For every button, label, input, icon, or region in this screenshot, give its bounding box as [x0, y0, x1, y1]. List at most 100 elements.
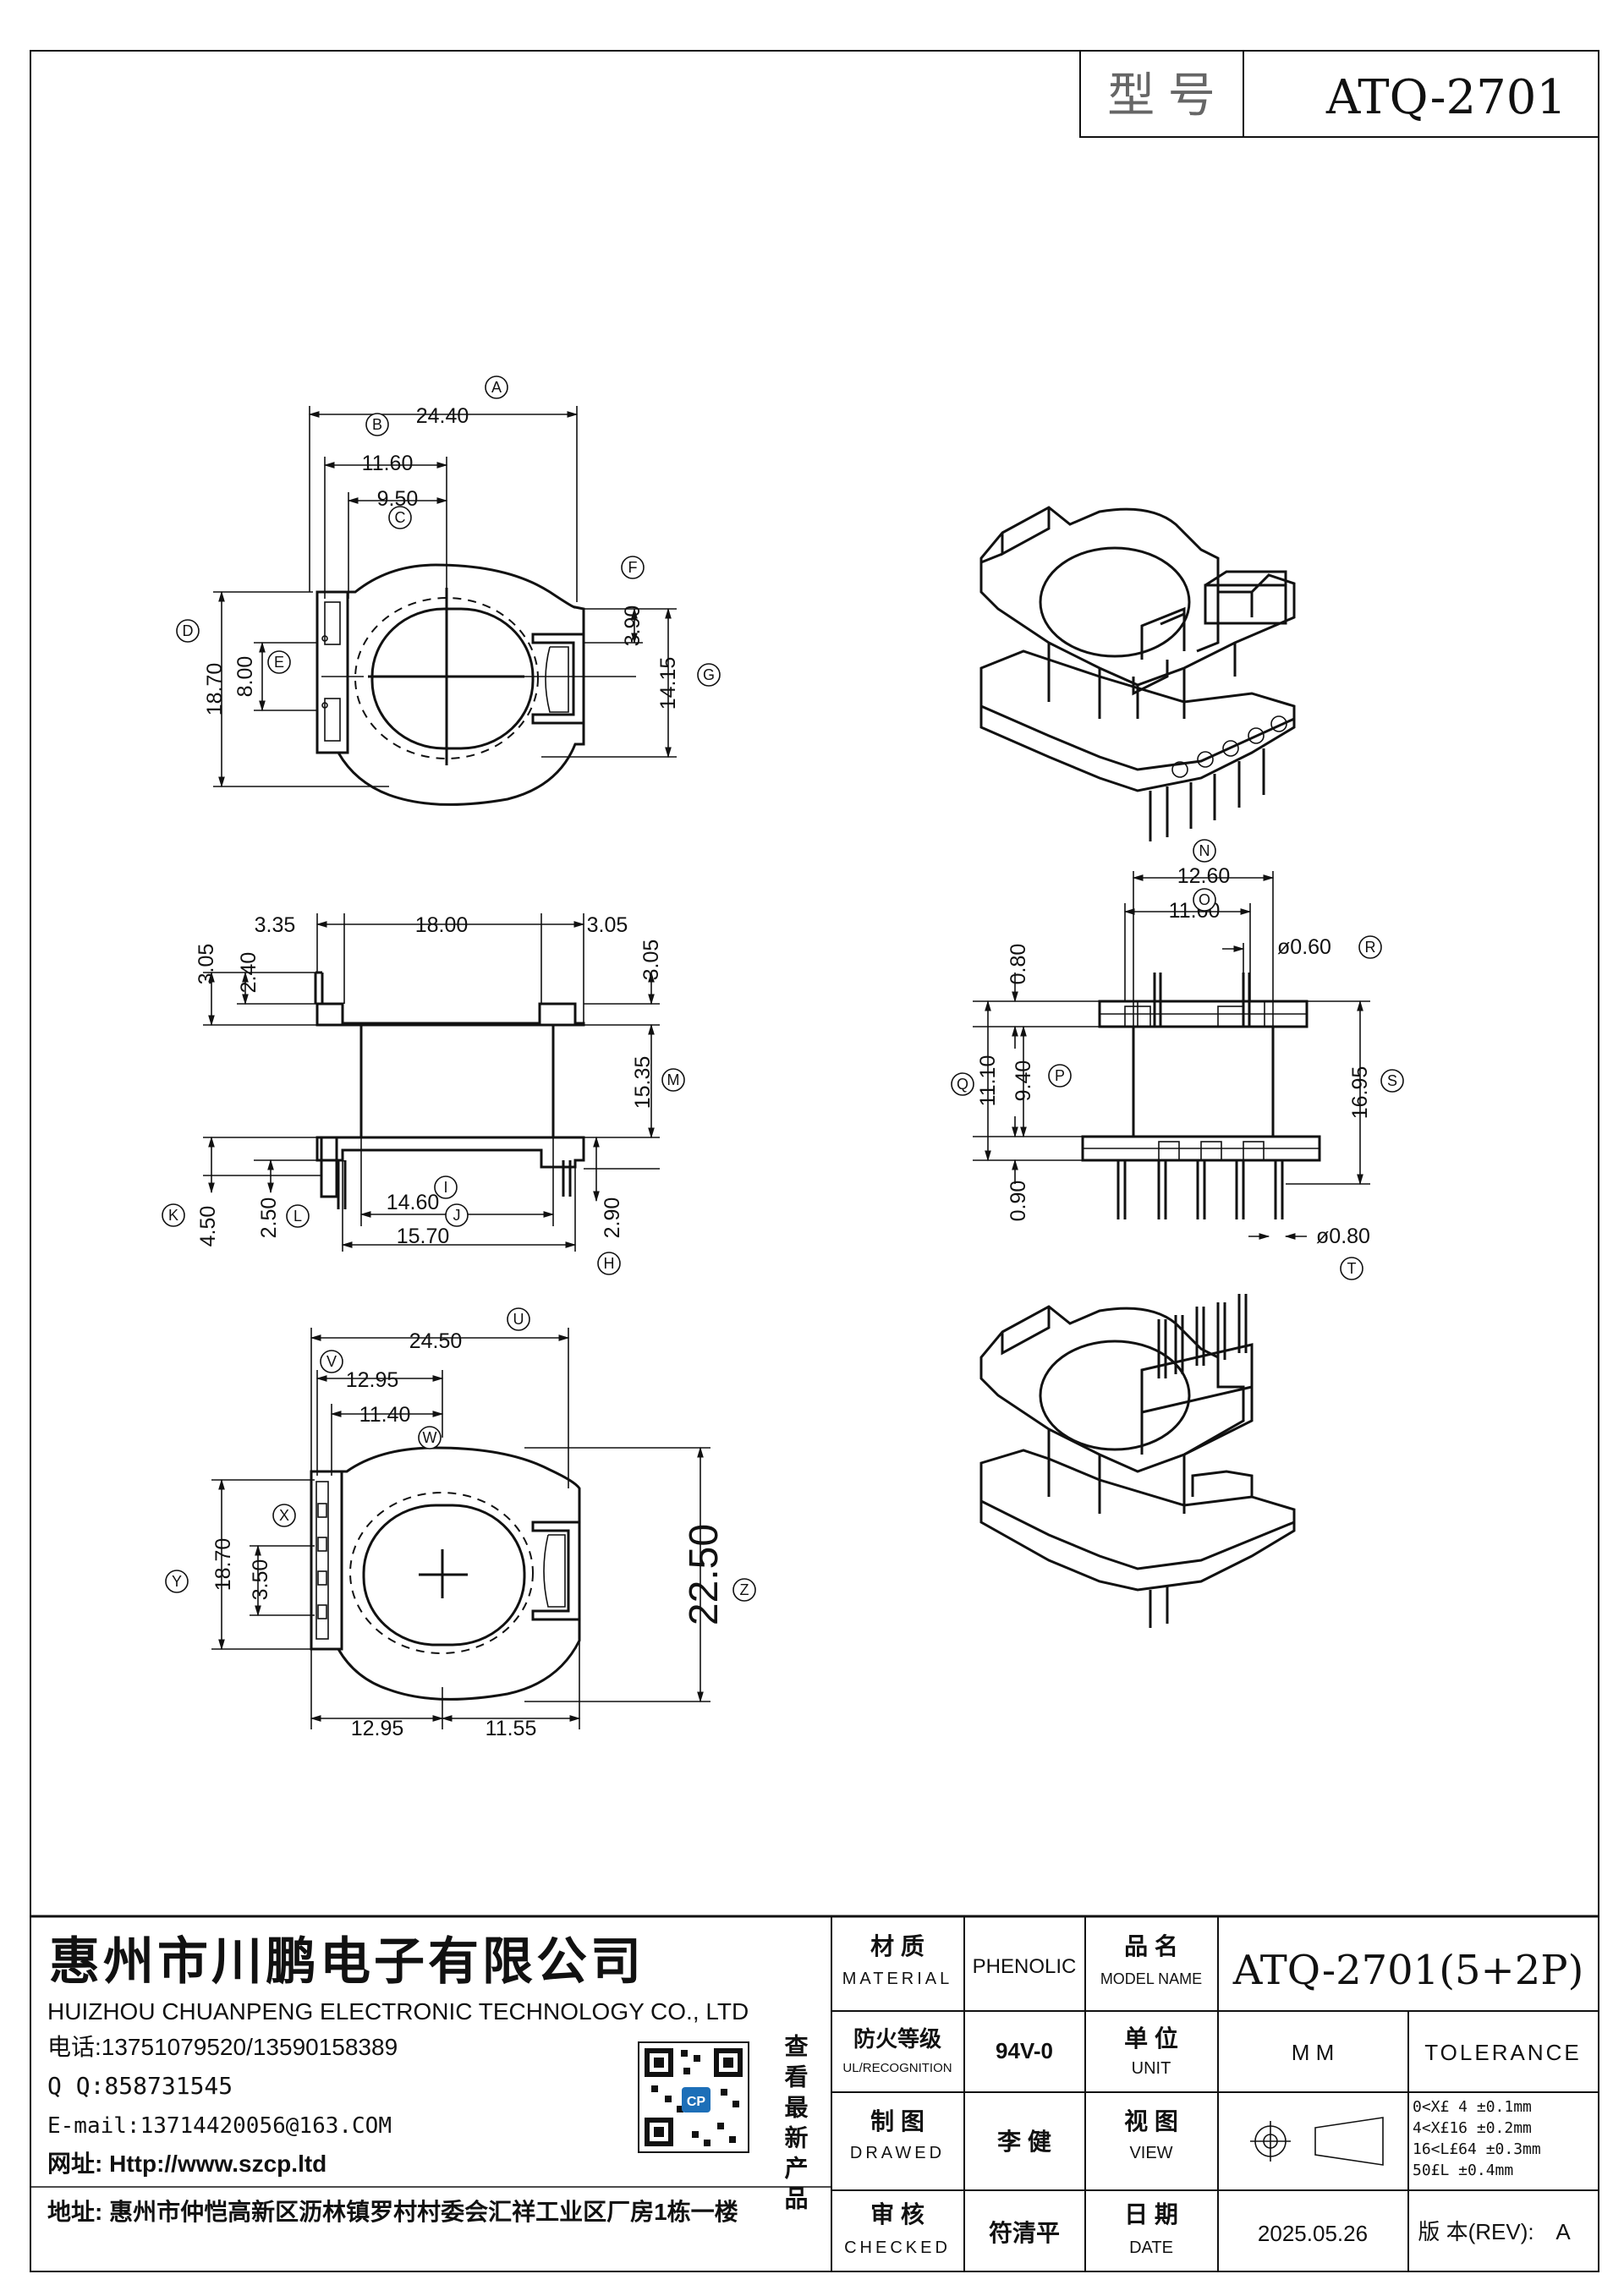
- callout-u: U: [507, 1307, 530, 1331]
- svg-text:M: M: [667, 1071, 680, 1088]
- dim-bottom-w: 11.40: [359, 1403, 411, 1427]
- date-label-en: DATE: [1129, 2238, 1173, 2257]
- callout-x: X: [272, 1504, 296, 1527]
- top-view: 24.40 11.60 9.50 18.70 8.00 3.90 14.15 A…: [176, 375, 721, 806]
- svg-text:E: E: [274, 654, 284, 671]
- callout-d: D: [176, 619, 200, 643]
- callout-o: O: [1193, 888, 1216, 912]
- isometric-view-top: [979, 506, 1296, 841]
- svg-text:K: K: [168, 1207, 178, 1224]
- dim-front-d: 3.05: [195, 944, 218, 985]
- dim-front-i: 2.50: [257, 1197, 281, 1239]
- date-value: 2025.05.26: [1258, 2221, 1368, 2246]
- isometric-view-bottom: [979, 1294, 1296, 1628]
- side-view: 12.60 11.60 ø0.60 0.80 11.10 9.40 16.95 …: [951, 839, 1404, 1280]
- svg-text:A: A: [491, 379, 502, 396]
- material-value: PHENOLIC: [973, 1955, 1077, 1978]
- qr-logo: CP: [687, 2095, 706, 2109]
- rev-label: 版 本(REV):: [1418, 2219, 1533, 2244]
- svg-text:U: U: [513, 1311, 524, 1328]
- tolerance-2: 4<X£16 ±0.2mm: [1413, 2119, 1532, 2137]
- dim-front-a: 3.35: [255, 913, 296, 937]
- callout-z: Z: [732, 1578, 756, 1602]
- svg-text:G: G: [703, 666, 715, 683]
- callout-r: R: [1358, 935, 1382, 959]
- tolerance-4: 50£L ±0.4mm: [1413, 2162, 1513, 2179]
- dim-front-b: 18.00: [415, 913, 469, 937]
- dim-front-c: 3.05: [587, 913, 628, 937]
- dim-side-p: 9.40: [1012, 1060, 1035, 1102]
- svg-text:C: C: [395, 509, 406, 526]
- callout-i: I: [434, 1175, 458, 1199]
- svg-text:R: R: [1365, 939, 1376, 956]
- date-label-cn: 日 期: [1124, 2201, 1178, 2228]
- callout-y: Y: [165, 1570, 189, 1593]
- dim-bottom-v: 12.95: [346, 1368, 399, 1392]
- tolerance-3: 16<L£64 ±0.3mm: [1413, 2140, 1541, 2158]
- model-value: ATQ-2701(5+2P): [1232, 1947, 1584, 1994]
- dim-front-g: 15.35: [631, 1056, 655, 1110]
- svg-text:J: J: [453, 1207, 461, 1224]
- qr-caption: 查看最新产品: [782, 2034, 809, 2217]
- unit-label-en: UNIT: [1132, 2059, 1171, 2078]
- dim-bottom-right: 11.55: [486, 1717, 537, 1740]
- svg-text:H: H: [604, 1255, 615, 1272]
- material-label-cn: 材 质: [870, 1933, 924, 1959]
- callout-f: F: [621, 556, 645, 579]
- dim-bottom-y: 18.70: [211, 1538, 235, 1592]
- callout-m: M: [661, 1068, 685, 1092]
- svg-text:B: B: [372, 416, 382, 433]
- dim-top-b: 11.60: [362, 452, 414, 475]
- callout-q: Q: [951, 1072, 974, 1096]
- callout-s: S: [1380, 1069, 1404, 1093]
- dim-top-d: 18.70: [203, 663, 227, 716]
- ul-label-cn: 防火等级: [853, 2026, 941, 2052]
- callout-c: C: [388, 506, 412, 529]
- company-name-cn: 惠州市川鹏电子有限公司: [49, 1933, 645, 1990]
- svg-text:T: T: [1347, 1260, 1357, 1277]
- dim-bottom-z: 22.50: [682, 1524, 727, 1625]
- svg-text:D: D: [183, 622, 194, 639]
- svg-text:W: W: [423, 1429, 437, 1446]
- sheet-border: [30, 50, 1599, 2272]
- company-address: 地址: 惠州市仲恺高新区沥林镇罗村村委会汇祥工业区厂房1栋一楼: [47, 2198, 738, 2225]
- view-label-cn: 视 图: [1124, 2108, 1178, 2134]
- model-label-en: MODEL NAME: [1100, 1970, 1202, 1987]
- svg-text:O: O: [1199, 891, 1210, 908]
- company-qq: Q Q:858731545: [47, 2072, 233, 2100]
- svg-text:P: P: [1055, 1067, 1065, 1084]
- tolerance-label: TOLERANCE: [1424, 2040, 1581, 2065]
- callout-j: J: [445, 1203, 469, 1227]
- dim-side-q: 11.10: [976, 1055, 1000, 1107]
- svg-text:L: L: [294, 1208, 302, 1225]
- company-email: E-mail:13714420056@163.COM: [47, 2113, 392, 2139]
- model-label-cn: 品 名: [1124, 1933, 1178, 1959]
- callout-b: B: [365, 413, 389, 436]
- dim-bottom-u: 24.50: [409, 1329, 463, 1353]
- callout-k: K: [162, 1203, 185, 1227]
- view-label-en: VIEW: [1129, 2144, 1172, 2162]
- drawn-label-cn: 制 图: [870, 2108, 924, 2134]
- company-phone: 电话:13751079520/13590158389: [47, 2034, 398, 2060]
- ul-value: 94V-0: [996, 2038, 1053, 2063]
- svg-text:V: V: [326, 1353, 337, 1370]
- drawn-value: 李 健: [997, 2129, 1051, 2155]
- svg-text:X: X: [279, 1507, 289, 1524]
- callout-e: E: [267, 650, 291, 674]
- callout-w: W: [418, 1426, 442, 1449]
- svg-text:S: S: [1387, 1072, 1397, 1089]
- dim-front-j: 14.60: [387, 1191, 440, 1214]
- dim-side-s: 16.95: [1348, 1066, 1372, 1120]
- front-view: 3.35 18.00 3.05 3.05 2.40 3.05 15.35 4.5…: [162, 913, 685, 1275]
- drawn-label-en: DRAWED: [850, 2144, 945, 2162]
- dim-front-l: 2.90: [601, 1197, 624, 1239]
- dim-top-f: 3.90: [621, 606, 645, 647]
- ul-label-en: UL/RECOGNITION: [842, 2061, 952, 2075]
- dim-bottom-left: 12.95: [351, 1717, 404, 1740]
- dim-top-e: 8.00: [233, 656, 257, 698]
- dim-side-n: 12.60: [1177, 864, 1231, 888]
- dim-front-f: 3.05: [639, 940, 663, 981]
- dim-bottom-x: 3.50: [249, 1559, 272, 1601]
- checked-label-cn: 审 核: [870, 2200, 924, 2228]
